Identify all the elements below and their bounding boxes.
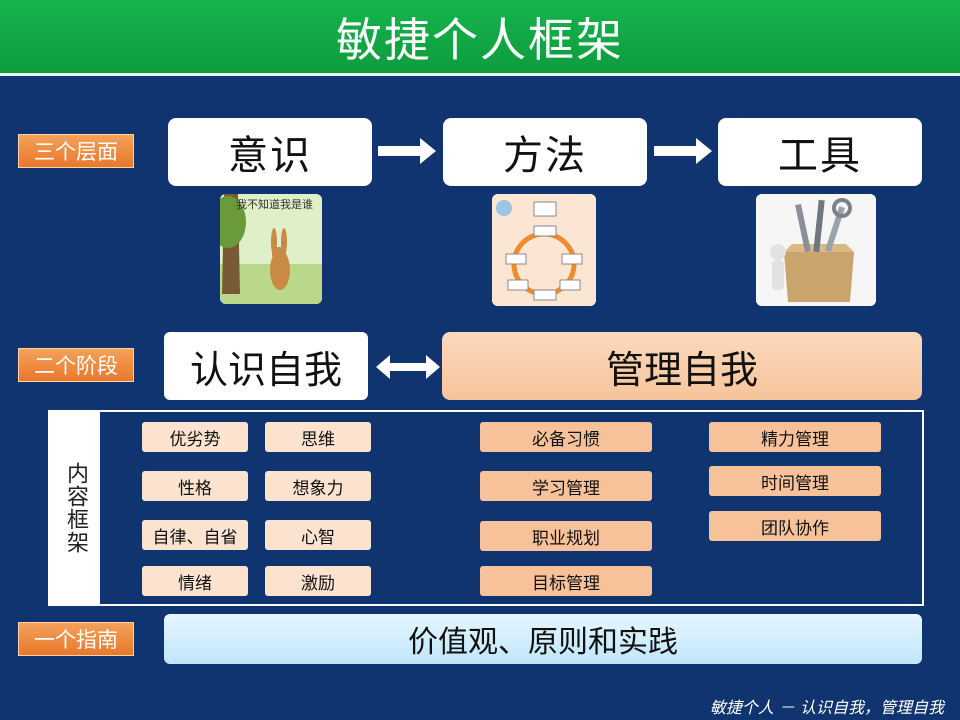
chip-manage-1-3: 职业规划 xyxy=(480,521,652,551)
chip-know-2-2: 想象力 xyxy=(265,471,371,501)
stage-manage-self: 管理自我 xyxy=(442,332,922,400)
chip-know-2-1: 思维 xyxy=(265,422,371,452)
book-cover-image xyxy=(220,194,322,304)
chip-manage-2-3: 团队协作 xyxy=(709,511,881,541)
right-arrow-icon xyxy=(378,138,436,164)
right-arrow-icon xyxy=(654,138,712,164)
illustration-flowchart xyxy=(492,194,596,306)
row-label-stages: 二个阶段 xyxy=(18,348,134,382)
footer-caption: 敏捷个人 － 认识自我，管理自我 xyxy=(709,698,944,717)
title-bar: 敏捷个人框架 xyxy=(0,0,960,76)
level-box-method: 方法 xyxy=(443,118,647,186)
level-box-tool: 工具 xyxy=(718,118,922,186)
chip-manage-1-2: 学习管理 xyxy=(480,471,652,501)
toolbox-image xyxy=(756,194,876,306)
row-label-levels: 三个层面 xyxy=(18,134,134,168)
content-frame-label: 内容框架 xyxy=(50,412,100,604)
chip-manage-1-1: 必备习惯 xyxy=(480,422,652,452)
chip-know-2-3: 心智 xyxy=(265,520,371,550)
stage-know-self: 认识自我 xyxy=(164,332,368,400)
illustration-book: 我不知道我是谁 xyxy=(220,194,322,304)
chip-know-2-4: 激励 xyxy=(265,566,371,596)
content-frame-label-text: 内容框架 xyxy=(63,462,88,554)
book-caption: 我不知道我是谁 xyxy=(236,198,313,211)
chip-manage-1-4: 目标管理 xyxy=(480,566,652,596)
row-label-guide: 一个指南 xyxy=(18,622,134,656)
guide-box: 价值观、原则和实践 xyxy=(164,614,922,664)
chip-know-1-1: 优劣势 xyxy=(142,422,248,452)
chip-know-1-2: 性格 xyxy=(142,471,248,501)
content-frame xyxy=(48,410,924,606)
page-title: 敏捷个人框架 xyxy=(336,12,624,67)
flowchart-image xyxy=(492,194,596,306)
chip-manage-2-1: 精力管理 xyxy=(709,422,881,452)
level-box-awareness: 意识 xyxy=(168,118,372,186)
chip-know-1-3: 自律、自省 xyxy=(142,520,248,550)
illustration-toolbox xyxy=(756,194,876,306)
chip-manage-2-2: 时间管理 xyxy=(709,466,881,496)
chip-know-1-4: 情绪 xyxy=(142,566,248,596)
double-arrow-icon xyxy=(376,355,440,379)
